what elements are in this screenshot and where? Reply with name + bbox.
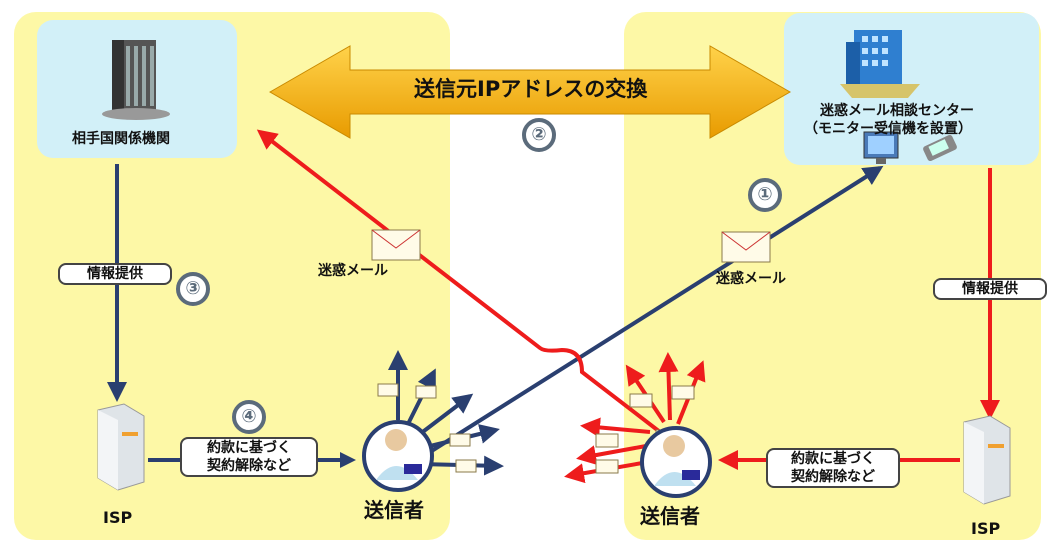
banner-label: 送信元IPアドレスの交換	[414, 77, 648, 101]
sender-avatar-left	[362, 420, 434, 492]
spam-label-left: 迷惑メール	[318, 263, 388, 279]
sender-label-left: 送信者	[364, 498, 424, 522]
step-2-badge: ②	[522, 118, 556, 152]
step-3-badge: ③	[176, 272, 210, 306]
monitor-icon	[863, 131, 899, 164]
step-4-badge: ④	[232, 400, 266, 434]
server-icon-right	[963, 415, 1011, 505]
phone-icon	[923, 134, 957, 162]
sender-avatar-right	[640, 426, 712, 498]
server-icon-left	[97, 403, 145, 491]
contract-left-line2: 契約解除など	[207, 458, 291, 474]
sender-label-right: 送信者	[640, 504, 700, 528]
office-building-icon	[840, 30, 920, 98]
spam-label-right: 迷惑メール	[716, 271, 786, 287]
info-pill-right: 情報提供	[933, 278, 1047, 300]
contract-pill-right: 約款に基づく 契約解除など	[766, 448, 900, 488]
isp-label-left: ISP	[103, 508, 133, 527]
contract-right-line2: 契約解除など	[791, 469, 875, 485]
left-org-label: 相手国関係機関	[72, 131, 170, 147]
right-org-label-1: 迷惑メール相談センター	[820, 103, 974, 119]
spam-arrow-1	[428, 165, 884, 454]
contract-left-line1: 約款に基づく	[207, 440, 291, 456]
contract-right-line1: 約款に基づく	[791, 451, 875, 467]
right-org-label-2: （モニター受信機を設置）	[804, 121, 972, 137]
contract-pill-left: 約款に基づく 契約解除など	[180, 437, 318, 477]
isp-label-right: ISP	[971, 519, 1001, 538]
step-1-badge: ①	[748, 178, 782, 212]
exchange-double-arrow	[268, 45, 792, 139]
spam-arrow-red	[256, 129, 662, 434]
building-icon	[102, 40, 170, 120]
info-pill-left: 情報提供	[58, 263, 172, 285]
